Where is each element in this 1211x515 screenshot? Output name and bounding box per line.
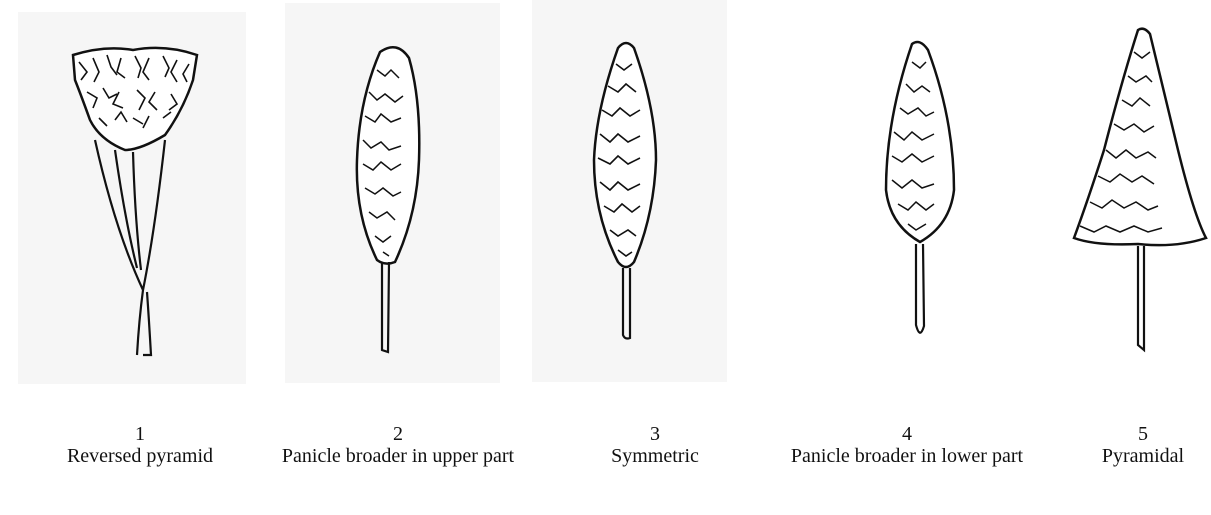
caption-label: Reversed pyramid [25, 445, 255, 467]
upper-broad-drawing [285, 0, 505, 400]
caption-number: 5 [1078, 423, 1208, 445]
caption-label: Panicle broader in lower part [787, 445, 1027, 467]
caption-label: Symmetric [570, 445, 740, 467]
caption-number: 2 [278, 423, 518, 445]
caption-1: 1 Reversed pyramid [25, 423, 255, 467]
caption-label: Panicle broader in upper part [278, 445, 518, 467]
panicle-figure-1 [15, 0, 250, 400]
caption-number: 1 [25, 423, 255, 445]
panicle-figure-5 [1066, 0, 1211, 400]
caption-5: 5 Pyramidal [1078, 423, 1208, 467]
symmetric-drawing [530, 0, 730, 400]
panicle-stem [1138, 246, 1144, 350]
reversed-pyramid-drawing [15, 0, 250, 400]
lower-broad-drawing [820, 0, 1000, 400]
panicle-figure-4 [820, 0, 1000, 400]
panicle-head [1074, 29, 1206, 245]
pyramidal-drawing [1066, 0, 1211, 400]
caption-number: 3 [570, 423, 740, 445]
panicle-head [886, 42, 954, 242]
panicle-stem [916, 244, 924, 333]
caption-3: 3 Symmetric [570, 423, 740, 467]
panicle-figure-3 [530, 0, 730, 400]
panicle-figure-2 [285, 0, 505, 400]
caption-number: 4 [787, 423, 1027, 445]
caption-4: 4 Panicle broader in lower part [787, 423, 1027, 467]
caption-2: 2 Panicle broader in upper part [278, 423, 518, 467]
caption-label: Pyramidal [1078, 445, 1208, 467]
